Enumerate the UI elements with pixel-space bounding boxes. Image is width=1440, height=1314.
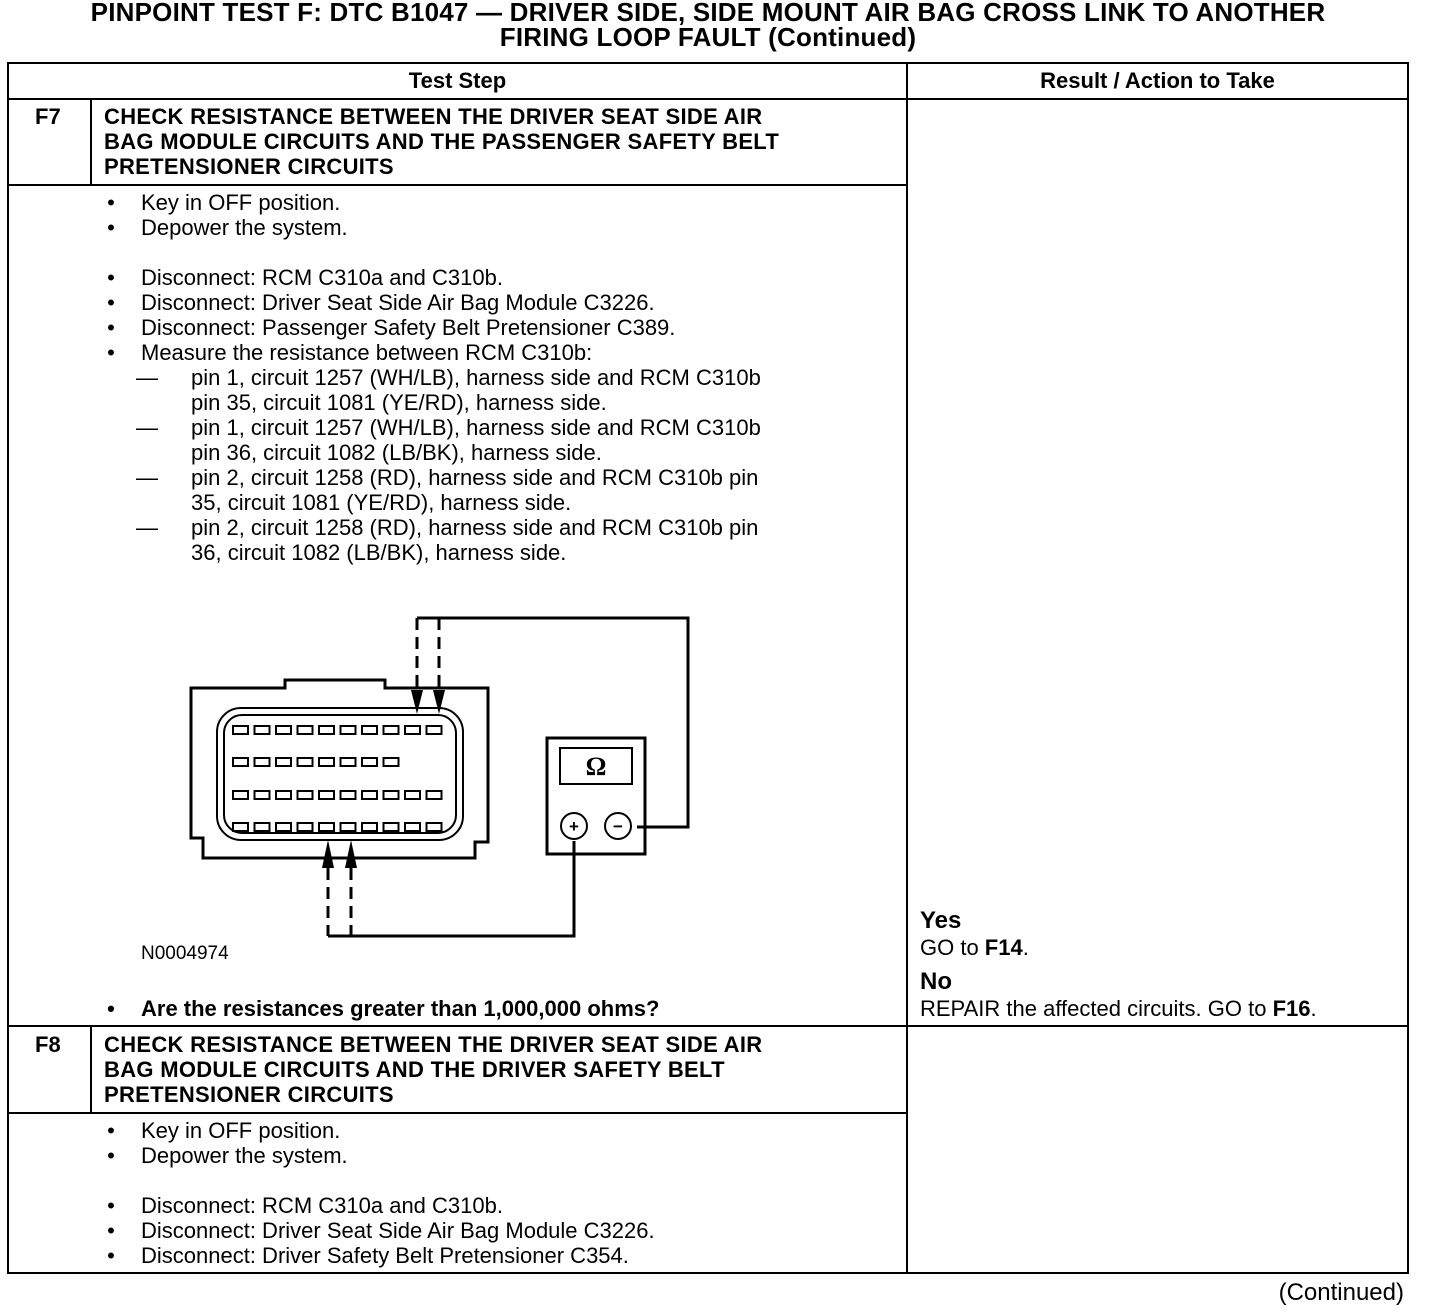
title-line-2: FIRING LOOP FAULT (Continued) xyxy=(499,22,917,52)
connector-pin xyxy=(339,822,357,832)
connector-pin xyxy=(382,790,400,800)
result-no-action: REPAIR the affected circuits. GO to F16. xyxy=(920,996,1317,1021)
connector-pin xyxy=(382,725,400,735)
result-yes-action: GO to F14. xyxy=(920,935,1029,960)
connector-pin xyxy=(232,725,249,735)
connector-pin xyxy=(425,725,443,735)
connector-pin xyxy=(318,790,335,800)
continued-footer: (Continued) xyxy=(1278,1279,1404,1306)
connector-pin xyxy=(232,790,249,800)
connector-pin xyxy=(318,757,335,767)
f8-heading-line: BAG MODULE CIRCUITS AND THE DRIVER SAFET… xyxy=(104,1057,725,1082)
header-test-step: Test Step xyxy=(408,68,507,93)
connector-pin xyxy=(339,757,357,767)
connector-pin xyxy=(275,725,292,735)
connector-pin xyxy=(361,790,378,800)
f8-heading-line: PRETENSIONER CIRCUITS xyxy=(104,1082,394,1107)
ohmmeter-body xyxy=(545,736,647,856)
connector-pin xyxy=(404,725,421,735)
connector-face-inner xyxy=(223,714,457,834)
connector-pin xyxy=(361,822,378,832)
result-yes-label: Yes xyxy=(920,907,962,934)
connector-ohmmeter-diagram: Ω + − xyxy=(189,616,690,938)
connector-pin xyxy=(425,790,443,800)
wire-negative xyxy=(439,616,690,829)
figure-reference: N0004974 xyxy=(141,943,229,964)
f7-heading: CHECK RESISTANCE BETWEEN THE DRIVER SEAT… xyxy=(104,104,779,179)
connector-pin xyxy=(296,822,314,832)
connector-pin xyxy=(382,822,400,832)
f8-heading: CHECK RESISTANCE BETWEEN THE DRIVER SEAT… xyxy=(104,1032,762,1107)
title-line-1: PINPOINT TEST F: DTC B1047 — DRIVER SIDE… xyxy=(90,0,1326,27)
wire-positive xyxy=(351,841,576,938)
connector-pin xyxy=(253,822,271,832)
step-id-f8: F8 xyxy=(35,1032,61,1057)
connector-pin xyxy=(361,757,378,767)
connector-pin xyxy=(361,725,378,735)
f8-heading-line: CHECK RESISTANCE BETWEEN THE DRIVER SEAT… xyxy=(104,1032,763,1057)
f7-heading-line: BAG MODULE CIRCUITS AND THE PASSENGER SA… xyxy=(104,129,780,154)
connector-pin xyxy=(253,725,271,735)
connector-pin xyxy=(404,822,421,832)
f7-heading-line: PRETENSIONER CIRCUITS xyxy=(104,154,394,179)
connector-housing xyxy=(189,678,490,860)
connector-pin xyxy=(275,757,292,767)
connector-pin xyxy=(253,757,271,767)
connector-pin xyxy=(232,822,249,832)
result-no-label: No xyxy=(920,968,952,995)
connector-pin xyxy=(296,725,314,735)
ohm-symbol: Ω xyxy=(586,752,607,781)
header-result-action: Result / Action to Take xyxy=(1040,68,1275,93)
connector-pin xyxy=(382,757,400,767)
connector-pin xyxy=(253,790,271,800)
connector-pin xyxy=(275,790,292,800)
connector-pin xyxy=(318,725,335,735)
connector-pin xyxy=(425,822,443,832)
connector-face-outer xyxy=(216,707,464,841)
ohmmeter-display xyxy=(559,747,633,785)
connector-pin xyxy=(318,822,335,832)
connector-pin xyxy=(232,757,249,767)
connector-pin xyxy=(339,725,357,735)
minus-terminal xyxy=(604,812,632,840)
f7-heading-line: CHECK RESISTANCE BETWEEN THE DRIVER SEAT… xyxy=(104,104,763,129)
step-id-f7: F7 xyxy=(35,104,61,129)
connector-pin xyxy=(296,790,314,800)
connector-pin xyxy=(339,790,357,800)
connector-pin xyxy=(404,790,421,800)
page-title: PINPOINT TEST F: DTC B1047 — DRIVER SIDE… xyxy=(0,0,1416,50)
connector-pin xyxy=(296,757,314,767)
plus-label: + xyxy=(569,817,579,836)
connector-pin xyxy=(275,822,292,832)
minus-label: − xyxy=(613,817,623,836)
plus-terminal xyxy=(560,812,588,840)
